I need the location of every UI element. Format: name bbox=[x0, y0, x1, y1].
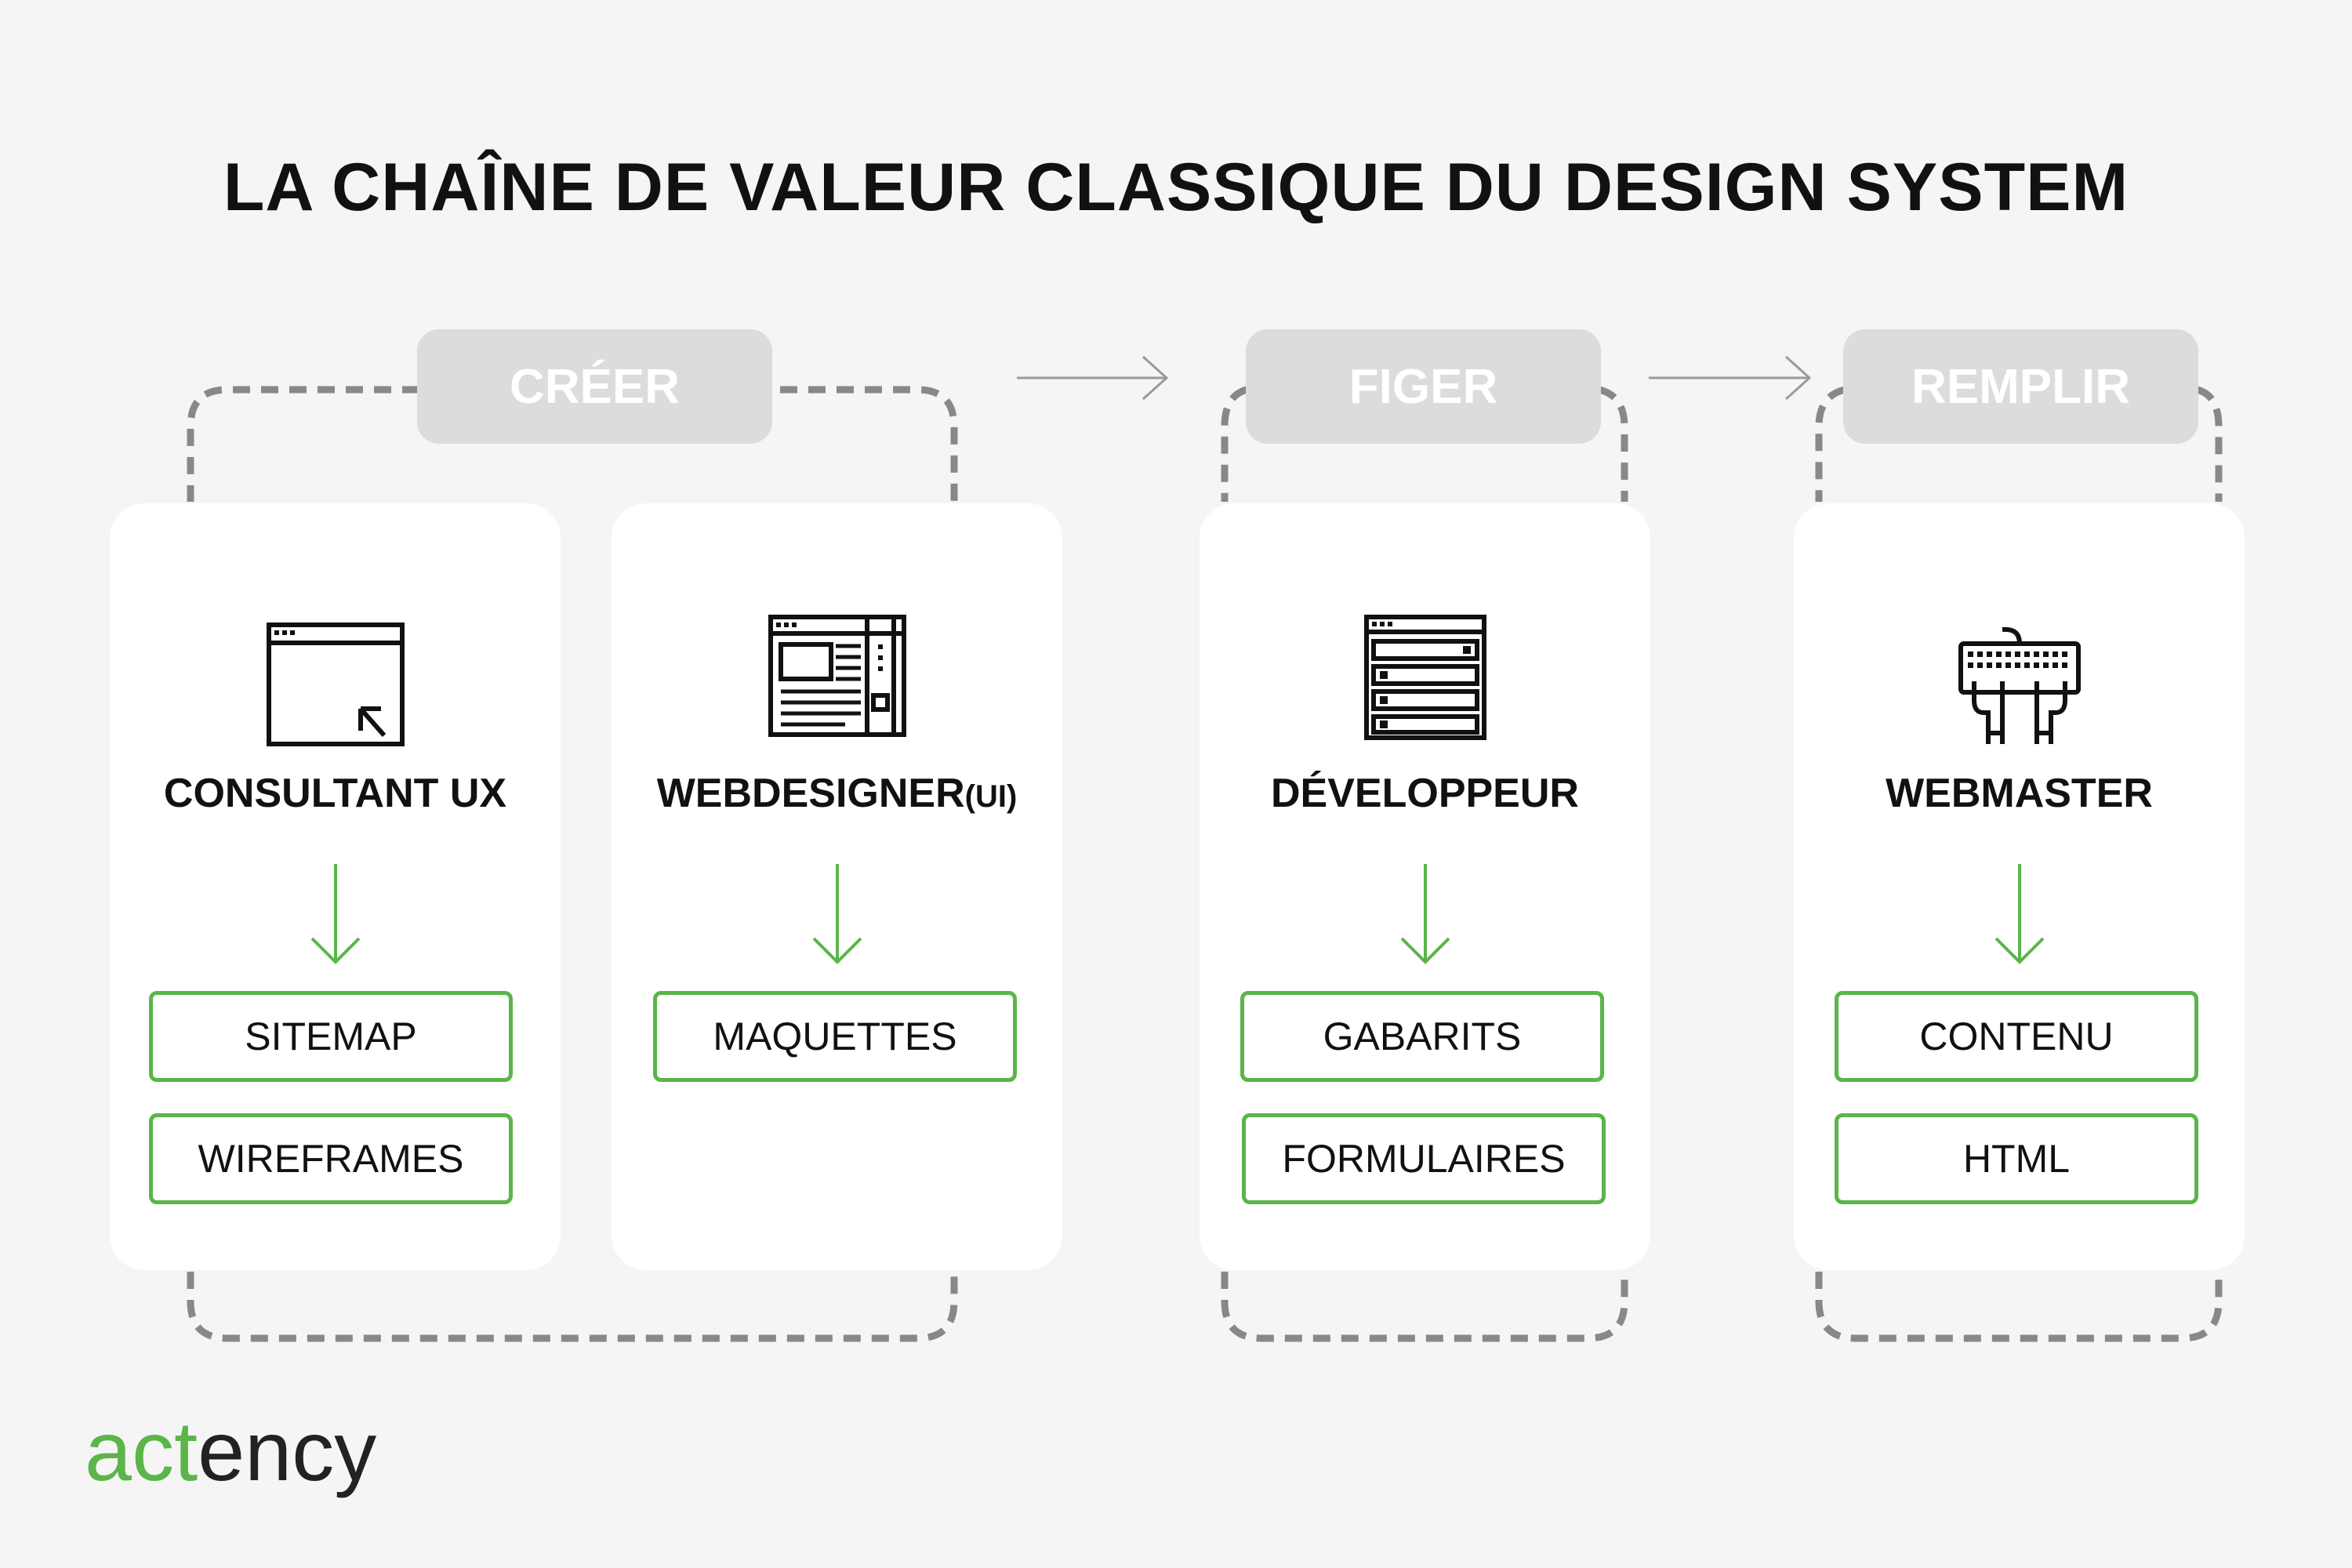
remplir-group-outline-right bbox=[2196, 386, 2223, 502]
creer-group-outline bbox=[187, 386, 419, 502]
down-arrow bbox=[1400, 864, 1450, 964]
down-arrow bbox=[1994, 864, 2044, 964]
down-arrow bbox=[310, 864, 360, 964]
creer-group-outline-bottom bbox=[187, 1272, 958, 1342]
role-webdesigner-label: WEBDESIGNER bbox=[656, 771, 965, 816]
brand-logo-part2: ency bbox=[198, 1403, 377, 1498]
role-webdesigner-suffix: (UI) bbox=[964, 779, 1018, 814]
web-form-icon bbox=[1363, 615, 1486, 740]
figer-group-outline-left bbox=[1221, 386, 1248, 502]
web-layout-icon bbox=[768, 615, 906, 737]
flow-arrow-creer-figer bbox=[1017, 355, 1169, 401]
card-consultant-ux: CONSULTANT UX SITEMAP WIREFRAMES bbox=[110, 503, 561, 1270]
creer-group-outline-right bbox=[780, 386, 958, 502]
deliverable-wireframes: WIREFRAMES bbox=[149, 1113, 513, 1204]
phase-pill-creer: CRÉER bbox=[417, 329, 772, 444]
card-developpeur: DÉVELOPPEUR GABARITS FORMULAIRES bbox=[1200, 503, 1650, 1270]
flow-arrow-figer-remplir bbox=[1649, 355, 1812, 401]
figer-group-outline-right bbox=[1598, 386, 1628, 502]
phase-pill-figer: FIGER bbox=[1246, 329, 1601, 444]
phase-pill-remplir: REMPLIR bbox=[1843, 329, 2198, 444]
role-consultant-ux: CONSULTANT UX bbox=[163, 771, 507, 816]
role-webmaster: WEBMASTER bbox=[1886, 771, 2153, 816]
brand-logo: actency bbox=[85, 1402, 376, 1500]
deliverable-maquettes: MAQUETTES bbox=[653, 991, 1017, 1082]
card-webmaster: WEBMASTER CONTENU HTML bbox=[1794, 503, 2245, 1270]
role-webdesigner: WEBDESIGNER(UI) bbox=[612, 770, 1062, 817]
role-developpeur: DÉVELOPPEUR bbox=[1271, 771, 1579, 816]
down-arrow bbox=[812, 864, 862, 964]
deliverable-gabarits: GABARITS bbox=[1240, 991, 1604, 1082]
deliverable-contenu: CONTENU bbox=[1835, 991, 2198, 1082]
browser-cursor-icon bbox=[266, 622, 405, 746]
figer-group-outline-bottom bbox=[1221, 1272, 1628, 1342]
remplir-group-outline-left bbox=[1815, 386, 1846, 502]
deliverable-sitemap: SITEMAP bbox=[149, 991, 513, 1082]
remplir-group-outline-bottom bbox=[1815, 1272, 2223, 1342]
card-webdesigner: WEBDESIGNER(UI) MAQUETTES bbox=[612, 503, 1062, 1270]
diagram-title: LA CHAÎNE DE VALEUR CLASSIQUE DU DESIGN … bbox=[223, 150, 2129, 225]
keyboard-hands-icon bbox=[1958, 626, 2081, 744]
deliverable-formulaires: FORMULAIRES bbox=[1242, 1113, 1606, 1204]
brand-logo-part1: act bbox=[85, 1403, 198, 1498]
deliverable-html: HTML bbox=[1835, 1113, 2198, 1204]
